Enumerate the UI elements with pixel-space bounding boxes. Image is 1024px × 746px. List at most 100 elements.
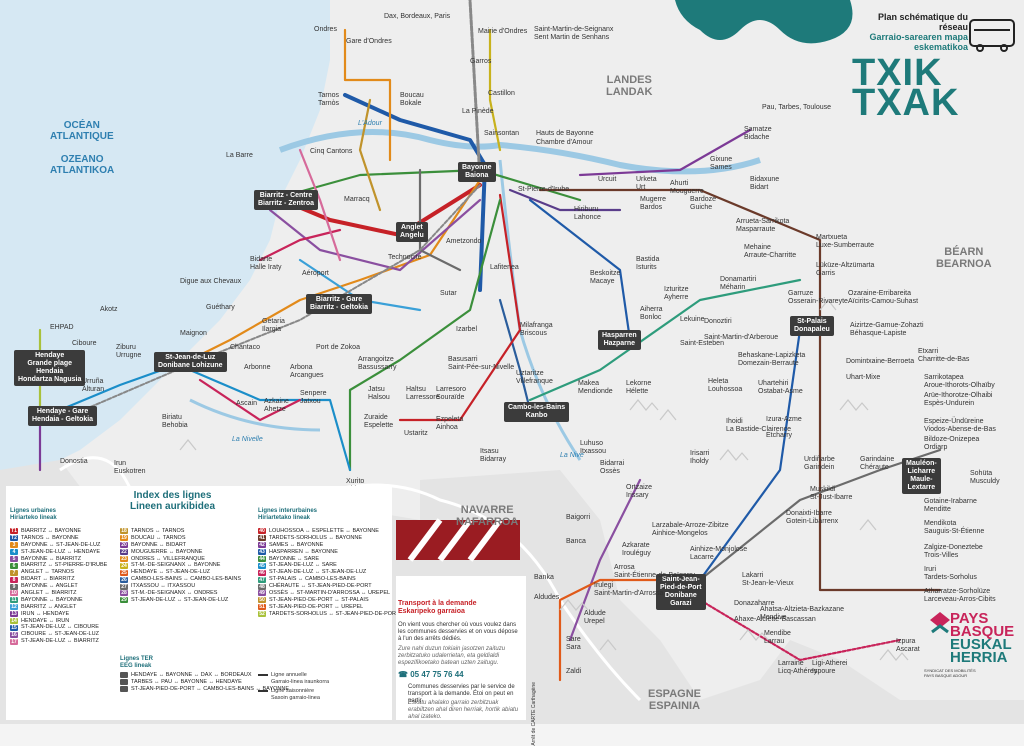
index-route: BAYONNE ↔ ANGLET xyxy=(21,583,78,590)
index-route: CIBOURE ↔ ST-JEAN-DE-LUZ xyxy=(21,631,99,638)
index-route: BIARRITZ ↔ ANGLET xyxy=(21,603,77,610)
place-label: Masparraute xyxy=(736,226,776,233)
place-label: Hiriburu xyxy=(574,206,599,213)
place-label: Aéroport xyxy=(302,270,329,277)
line-badge: 15 xyxy=(10,624,18,631)
place-label: Ilargia xyxy=(262,326,282,333)
line-badge: 27 xyxy=(120,583,128,590)
line-badge: 11 xyxy=(10,597,18,604)
place-label: Senpere xyxy=(300,390,327,397)
place-label: Ondres xyxy=(314,26,337,33)
place-label: Ahatsa-Altzieta-Bazkazane xyxy=(760,606,845,613)
line-badge: 51 xyxy=(258,604,266,611)
line-badge: 5 xyxy=(10,556,18,562)
place-label: Bonloc xyxy=(640,314,662,321)
place-label: St-Jean-le-Vieux xyxy=(742,580,794,587)
place-label: Tarnòs xyxy=(318,100,340,107)
place-label: Aizirtze-Gamue-Zohazti xyxy=(850,322,924,329)
place-label: Alturan xyxy=(82,386,105,393)
place-label: Technocité xyxy=(388,254,422,261)
river-nivelle-label: La Nivelle xyxy=(232,436,263,443)
place-label: Iholdy xyxy=(690,458,709,465)
place-label: Arcangues xyxy=(290,372,324,379)
line-badge: 41 xyxy=(258,535,266,542)
place-label: Lacarre xyxy=(690,554,714,561)
place-label: Cinq Cantons xyxy=(310,148,353,155)
title-eu: Garraio-sarearen mapa eskematikoa xyxy=(869,32,968,52)
index-route: ST-JEAN-DE-LUZ ↔ SARE xyxy=(269,562,337,569)
place-label: Gotaine-Irabarne xyxy=(924,498,977,505)
line-51 xyxy=(558,578,682,682)
place-label: Castillon xyxy=(488,90,515,97)
place-label: Itxassou xyxy=(580,448,607,455)
place-label: Arbona xyxy=(290,364,313,371)
place-label: La Bastide-Clairence xyxy=(726,426,791,433)
line-52 xyxy=(698,598,902,662)
place-label: Chantaco xyxy=(230,344,260,351)
place-label: Uhartehiri xyxy=(758,380,789,387)
title-fr: Plan schématique du réseau xyxy=(877,12,968,32)
place-label: Urepel xyxy=(584,618,605,625)
index-route: BIARRITZ ↔ BAYONNE xyxy=(21,528,82,534)
place-label: Saint-Esteben xyxy=(680,340,724,347)
place-label: Ascain xyxy=(236,400,258,407)
index-route: TARNOS ↔ TARNOS xyxy=(131,528,185,534)
index-route: ST-JEAN-PIED-DE-PORT ↔ CAMBO-LES-BAINS ↔… xyxy=(131,685,289,692)
river-adour-label: L'Adour xyxy=(358,120,382,127)
place-label: Saint-Pée-sur-Nivelle xyxy=(448,364,515,371)
place-label: Bardos xyxy=(640,204,663,211)
place-label: Halsou xyxy=(368,394,390,401)
place-label: Lüküze-Altzümarta xyxy=(816,262,875,269)
line-badge: 9 xyxy=(10,583,18,590)
place-label: Ihoidi xyxy=(726,418,743,425)
place-label: Licq-Athérey xyxy=(778,668,818,675)
line-badge: 49 xyxy=(258,590,266,597)
place-label: Ozaraine-Erribareita xyxy=(848,290,912,297)
place-label: Mugerre xyxy=(640,196,667,203)
place-label: Bidaxune xyxy=(750,176,780,183)
line-7 xyxy=(358,98,382,212)
line-badge: 40 xyxy=(258,528,266,535)
place-label: Izpura xyxy=(896,638,916,645)
place-label: Martxueta xyxy=(816,234,848,241)
index-route: TARBES ↔ PAU ↔ BAYONNE ↔ HENDAYE xyxy=(131,678,242,685)
place-label: Guéthary xyxy=(206,304,235,311)
place-label: Zaldi xyxy=(566,668,582,675)
line-badge: 20 xyxy=(120,542,128,549)
map-title: Plan schématique du réseau Garraio-sarea… xyxy=(848,12,968,52)
place-label: Menditte xyxy=(924,506,951,513)
place-label: Larressore xyxy=(406,394,440,401)
place-label: Aroue-Ithorots-Olhaïby xyxy=(924,382,995,389)
place-label: Ligi-Atherei xyxy=(812,660,848,667)
place-label: Maignon xyxy=(180,330,207,337)
tad-phone[interactable]: ☎ 05 47 75 76 44 xyxy=(398,670,464,679)
line-badge: 17 xyxy=(10,638,18,645)
line-47 xyxy=(528,278,802,402)
